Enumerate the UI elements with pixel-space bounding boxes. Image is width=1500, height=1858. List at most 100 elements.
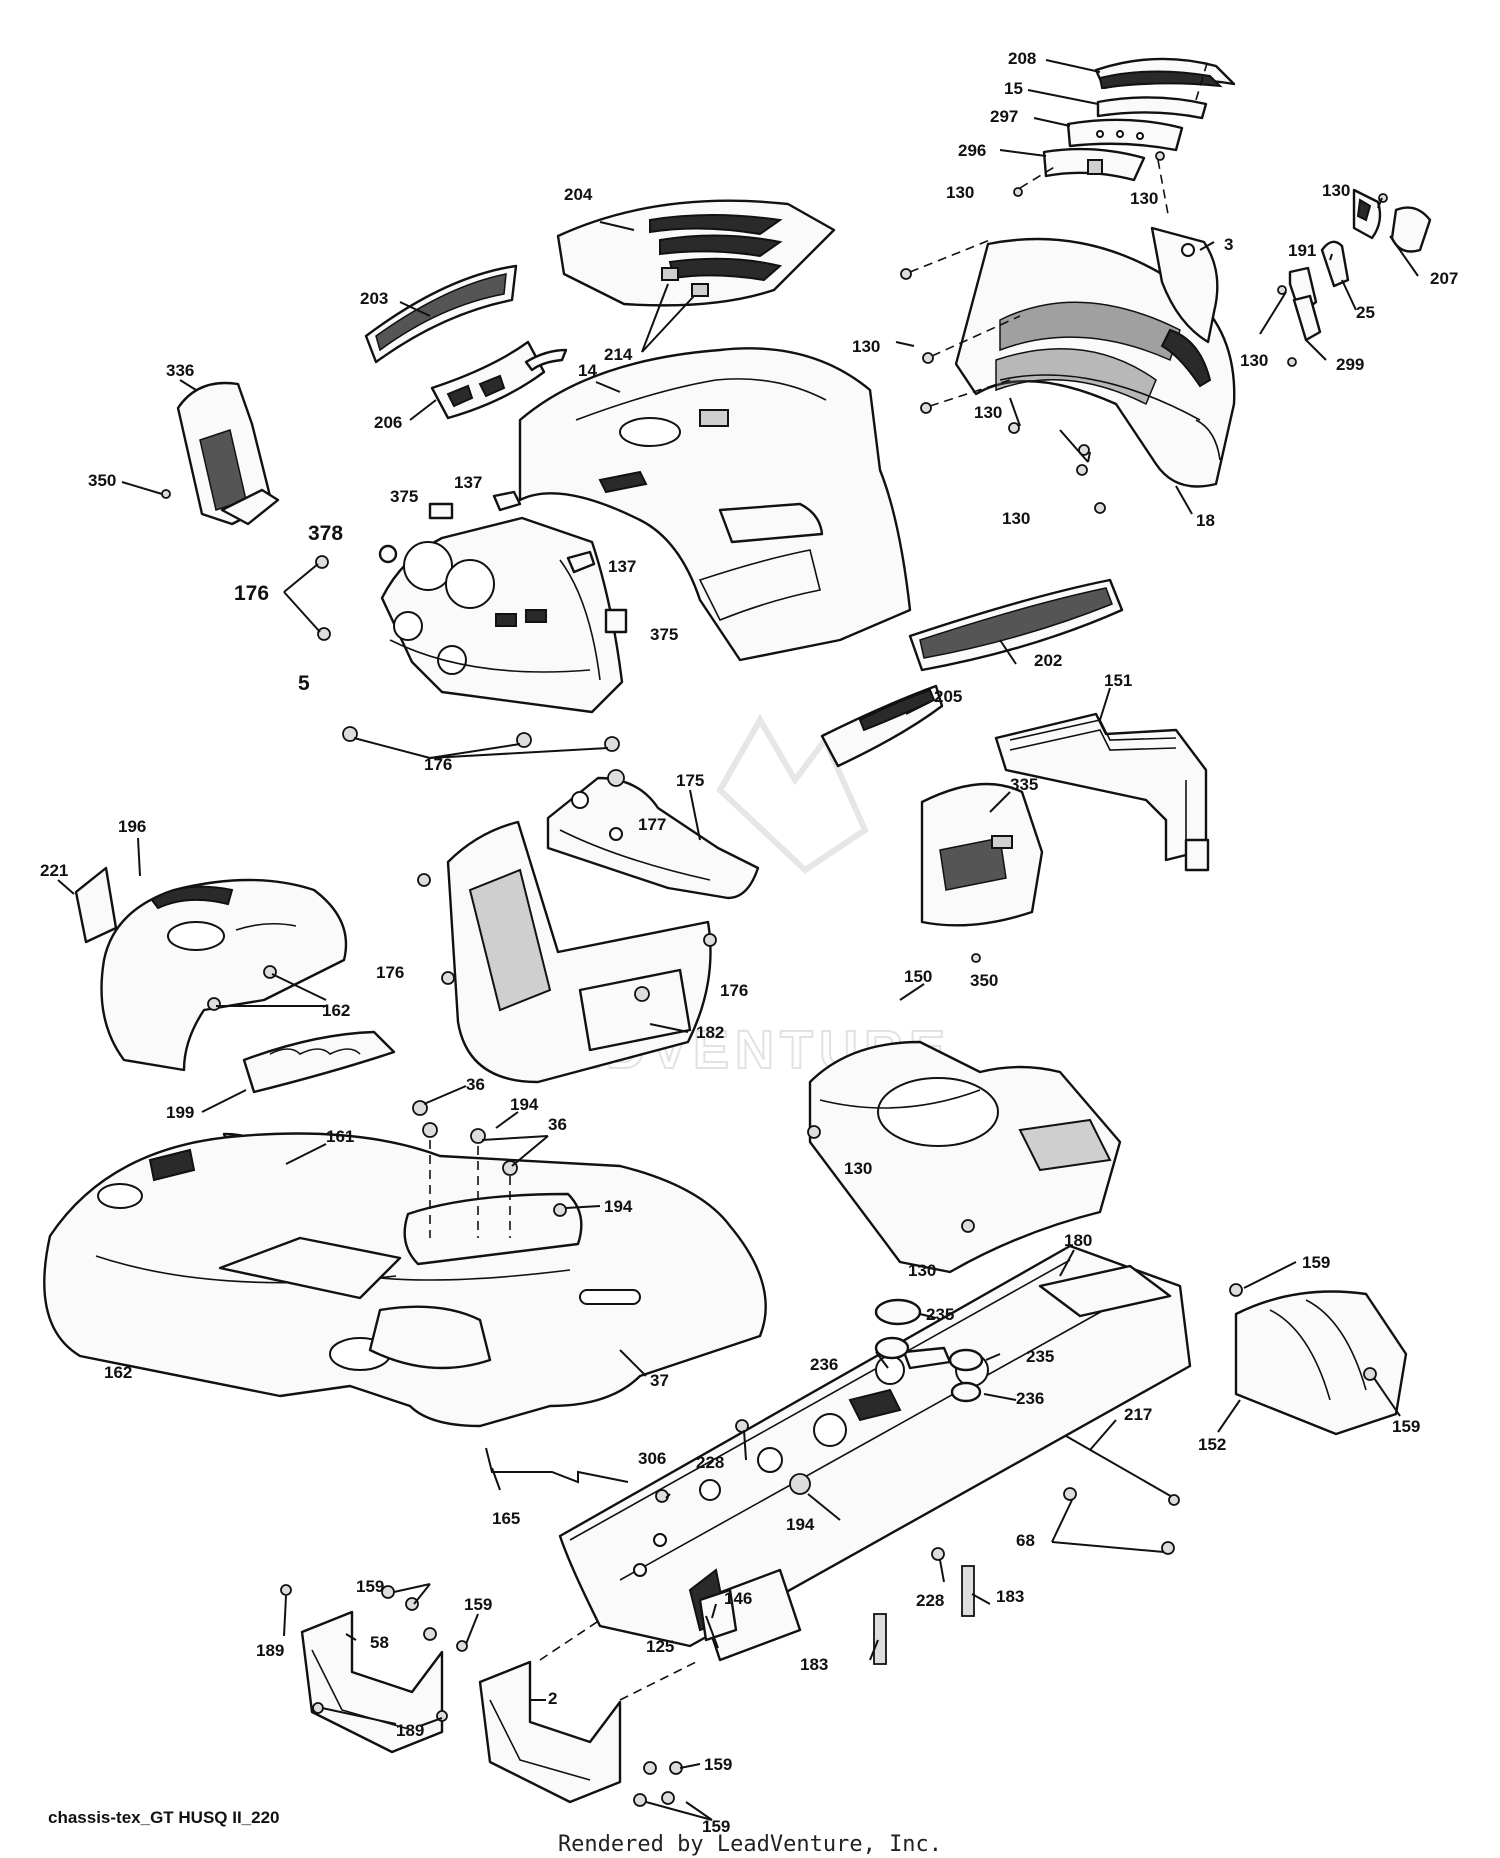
part-206-dash-panel <box>430 340 568 420</box>
callout-36-left: 36 <box>466 1075 485 1094</box>
callout-2: 2 <box>548 1689 557 1708</box>
callout-194-top: 194 <box>510 1095 539 1114</box>
callout-146: 146 <box>724 1589 752 1608</box>
callout-350-left: 350 <box>88 471 116 490</box>
part-297-trim <box>1066 118 1184 152</box>
part-2-rear-bracket <box>456 1619 701 1807</box>
callout-15: 15 <box>1004 79 1023 98</box>
part-165-spring <box>485 1447 629 1484</box>
callout-203: 203 <box>360 289 388 308</box>
part-214-clips <box>641 267 709 353</box>
part-150-shield <box>807 1040 1122 1274</box>
part-204-hood-top <box>556 199 836 307</box>
part-296-bracket <box>1042 147 1146 182</box>
callout-130-grille-left: 130 <box>852 337 880 356</box>
callout-306: 306 <box>638 1449 666 1468</box>
parts-191-207-25-299-brackets <box>1277 188 1432 367</box>
callout-36-right: 36 <box>548 1115 567 1134</box>
part-205-lower-trim <box>820 684 944 768</box>
part-217-rod <box>1065 1435 1180 1506</box>
callout-3: 3 <box>1224 235 1233 254</box>
callout-177: 177 <box>638 815 666 834</box>
callout-183-right: 183 <box>996 1587 1024 1606</box>
callout-217: 217 <box>1124 1405 1152 1424</box>
callout-204: 204 <box>564 185 593 204</box>
parts-235-236-isolators <box>874 1298 984 1403</box>
bolts-130-grille <box>900 239 1106 514</box>
callout-228-right: 228 <box>916 1591 944 1610</box>
callout-165: 165 <box>492 1509 520 1528</box>
callout-191: 191 <box>1288 241 1316 260</box>
callout-5: 5 <box>298 672 310 695</box>
callout-58: 58 <box>370 1633 389 1652</box>
part-14-hood <box>518 347 912 662</box>
callout-137-bottom: 137 <box>608 557 636 576</box>
callout-159-left: 159 <box>356 1577 384 1596</box>
part-58-rear-bracket <box>280 1584 448 1754</box>
bolts-frame <box>655 1419 1175 1665</box>
callout-296: 296 <box>958 141 986 160</box>
part-335-right-panel <box>920 782 1044 963</box>
callout-335: 335 <box>1010 775 1038 794</box>
callout-130-shield-left: 130 <box>844 1159 872 1178</box>
part-202-grille <box>908 578 1124 672</box>
callout-189-left: 189 <box>256 1641 284 1660</box>
callout-159-bottom: 159 <box>704 1755 732 1774</box>
callout-208: 208 <box>1008 49 1036 68</box>
callout-194-right: 194 <box>604 1197 633 1216</box>
callout-159-lowest: 159 <box>702 1817 730 1836</box>
callout-214: 214 <box>604 345 633 364</box>
leader-lines <box>57 59 1419 1821</box>
callout-176-console-right: 176 <box>720 981 748 1000</box>
part-151-bracket <box>994 712 1210 872</box>
callout-236-right: 236 <box>1016 1389 1044 1408</box>
part-175-bracket <box>546 769 760 900</box>
callout-235-right: 235 <box>1026 1347 1054 1366</box>
part-3-side-plate <box>1150 226 1219 344</box>
part-203-light-bar <box>364 264 518 364</box>
callout-194-frame: 194 <box>786 1515 815 1534</box>
callout-14: 14 <box>578 361 597 380</box>
callout-189-bottom: 189 <box>396 1721 424 1740</box>
callout-176-dash: 176 <box>234 582 269 605</box>
callout-130-top-right: 130 <box>1130 189 1158 208</box>
callout-235-top: 235 <box>926 1305 954 1324</box>
callout-151: 151 <box>1104 671 1132 690</box>
callout-130-grille-bottom: 130 <box>1002 509 1030 528</box>
callout-202: 202 <box>1034 651 1062 670</box>
callout-162-fender: 162 <box>104 1363 132 1382</box>
callout-176-mid: 176 <box>424 755 452 774</box>
part-15-trim <box>1096 96 1208 120</box>
callout-37: 37 <box>650 1371 669 1390</box>
callout-162-seat: 162 <box>322 1001 350 1020</box>
callout-236-left: 236 <box>810 1355 838 1374</box>
callout-159-footrest-right: 159 <box>1392 1417 1420 1436</box>
callout-206: 206 <box>374 413 402 432</box>
part-5-dash-housing <box>380 516 624 714</box>
diagram-code: chassis-tex_GT HUSQ II_220 <box>48 1808 280 1827</box>
part-196-seat-pan <box>74 866 348 1072</box>
callout-375-top: 375 <box>390 487 418 506</box>
part-375-378-137-small <box>378 490 628 634</box>
callout-161: 161 <box>326 1127 354 1146</box>
callout-175: 175 <box>676 771 704 790</box>
part-182-console <box>417 820 717 1084</box>
callout-130-top-left: 130 <box>946 183 974 202</box>
footer-credit: Rendered by LeadVenture, Inc. <box>557 1832 943 1857</box>
callout-205: 205 <box>934 687 962 706</box>
callout-196: 196 <box>118 817 146 836</box>
callout-150: 150 <box>904 967 932 986</box>
callout-68: 68 <box>1016 1531 1035 1550</box>
bolts-176-dash <box>283 555 620 759</box>
callout-228-left: 228 <box>696 1453 724 1472</box>
part-152-footrest <box>1229 1283 1408 1436</box>
callout-labels: 208 15 297 296 130 130 130 3 191 207 25 … <box>40 49 1458 1836</box>
callout-130-far-right: 130 <box>1322 181 1350 200</box>
callout-130-grille-mid: 130 <box>974 403 1002 422</box>
callout-159-footrest-top: 159 <box>1302 1253 1330 1272</box>
callout-25: 25 <box>1356 303 1375 322</box>
callout-297: 297 <box>990 107 1018 126</box>
part-18-front-grille <box>954 237 1236 488</box>
callout-152: 152 <box>1198 1435 1226 1454</box>
